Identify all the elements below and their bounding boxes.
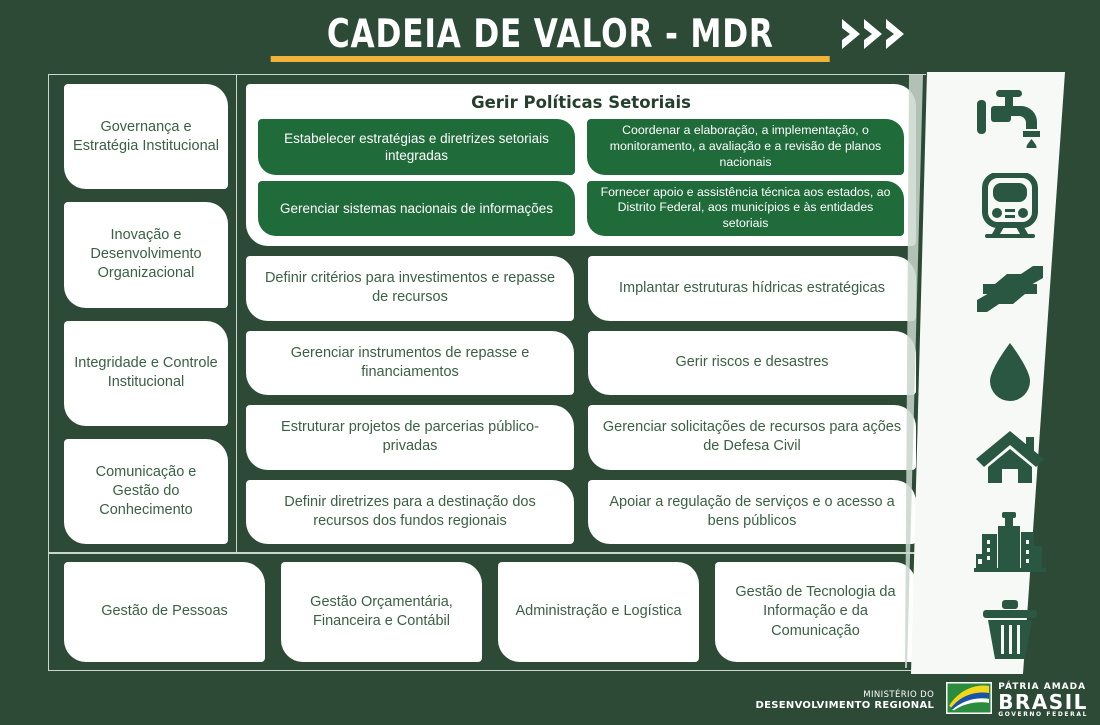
brasil-line-3: GOVERNO FEDERAL xyxy=(998,711,1088,718)
card-label: Estruturar projetos de parcerias público… xyxy=(281,419,539,455)
sidebar-item-label: Inovação e Desenvolvimento Organizaciona… xyxy=(90,227,202,282)
hands-protecting-icon xyxy=(971,264,1049,321)
card-label: Gerir riscos e desastres xyxy=(675,354,829,371)
page-title-wrap: CADEIA DE VALOR - MDR xyxy=(270,11,830,62)
process-card[interactable]: Implantar estruturas hídricas estratégic… xyxy=(588,256,916,321)
ministry-logo: MINISTÉRIO DO DESENVOLVIMENTO REGIONAL xyxy=(756,690,935,712)
card-label: Implantar estruturas hídricas estratégic… xyxy=(619,279,885,296)
sidebar-item-comunicacao[interactable]: Comunicação e Gestão do Conhecimento xyxy=(64,438,228,544)
sidebar-item-label: Comunicação e Gestão do Conhecimento xyxy=(95,463,197,518)
main-column: Gerir Políticas Setoriais Estabelecer es… xyxy=(246,84,916,544)
triple-chevron-right-icon xyxy=(840,16,910,52)
process-card[interactable]: Apoiar a regulação de serviços e o acess… xyxy=(588,479,916,544)
gerir-politicas-card[interactable]: Coordenar a elaboração, a implementação,… xyxy=(587,119,904,175)
brasil-logo: PÁTRIA AMADA BRASIL GOVERNO FEDERAL xyxy=(946,682,1088,719)
card-label: Gerenciar solicitações de recursos para … xyxy=(602,419,902,455)
sidebar-item-integridade[interactable]: Integridade e Controle Institucional xyxy=(64,320,228,426)
process-card[interactable]: Definir critérios para investimentos e r… xyxy=(246,256,574,321)
card-label: Gerenciar instrumentos de repasse e fina… xyxy=(290,344,530,380)
card-label: Coordenar a elaboração, a implementação,… xyxy=(609,123,882,169)
process-card[interactable]: Gerenciar solicitações de recursos para … xyxy=(588,405,916,470)
card-label: Fornecer apoio e assistência técnica aos… xyxy=(600,184,891,231)
card-label: Estabelecer estratégias e diretrizes set… xyxy=(284,130,549,163)
gerir-politicas-panel: Gerir Políticas Setoriais Estabelecer es… xyxy=(246,84,916,246)
sidebar-item-label: Integridade e Controle Institucional xyxy=(74,355,218,391)
brasil-line-2: BRASIL xyxy=(998,690,1088,714)
sidebar-item-label: Governança e Estratégia Institucional xyxy=(73,118,219,154)
sidebar-item-inovacao[interactable]: Inovação e Desenvolvimento Organizaciona… xyxy=(64,202,228,308)
gerir-politicas-card[interactable]: Fornecer apoio e assistência técnica aos… xyxy=(587,180,904,236)
house-icon xyxy=(974,429,1046,490)
card-label: Definir diretrizes para a destinação dos… xyxy=(284,493,536,529)
train-icon xyxy=(979,172,1041,244)
gerir-politicas-card[interactable]: Gerenciar sistemas nacionais de informaç… xyxy=(258,180,575,236)
support-card-administracao[interactable]: Administração e Logística xyxy=(498,562,699,662)
primary-processes-frame xyxy=(48,74,926,553)
card-label: Administração e Logística xyxy=(515,603,682,620)
sidebar: Governança e Estratégia Institucional In… xyxy=(64,84,228,544)
title-underline xyxy=(270,55,830,62)
icon-column xyxy=(955,86,1065,666)
ministry-line-2: DESENVOLVIMENTO REGIONAL xyxy=(755,699,935,711)
gerir-politicas-card[interactable]: Estabelecer estratégias e diretrizes set… xyxy=(258,119,575,175)
trash-bin-icon xyxy=(979,599,1041,666)
card-label: Gestão de Tecnologia da Informação e da … xyxy=(735,584,896,639)
gerir-politicas-grid: Estabelecer estratégias e diretrizes set… xyxy=(258,119,904,236)
process-cards-grid: Definir critérios para investimentos e r… xyxy=(246,256,916,544)
card-label: Apoiar a regulação de serviços e o acess… xyxy=(609,493,895,529)
process-card[interactable]: Estruturar projetos de parcerias público… xyxy=(246,405,574,470)
support-row: Gestão de Pessoas Gestão Orçamentária, F… xyxy=(64,562,916,662)
footer: MINISTÉRIO DO DESENVOLVIMENTO REGIONAL P… xyxy=(0,676,1100,725)
card-label: Gestão Orçamentária, Financeira e Contáb… xyxy=(310,593,453,629)
card-label: Definir critérios para investimentos e r… xyxy=(264,270,556,306)
brasil-line-1: PÁTRIA AMADA xyxy=(998,682,1087,692)
brasil-logo-text: PÁTRIA AMADA BRASIL GOVERNO FEDERAL xyxy=(998,683,1088,718)
support-card-tecnologia[interactable]: Gestão de Tecnologia da Informação e da … xyxy=(715,562,916,662)
gerir-politicas-title: Gerir Políticas Setoriais xyxy=(471,93,691,112)
process-card[interactable]: Definir diretrizes para a destinação dos… xyxy=(246,479,574,544)
frame-vertical-divider xyxy=(236,74,237,553)
page-title: CADEIA DE VALOR - MDR xyxy=(326,11,774,57)
card-label: Gerenciar sistemas nacionais de informaç… xyxy=(279,200,554,216)
support-processes-frame xyxy=(48,553,926,671)
city-buildings-icon xyxy=(974,510,1046,579)
header: CADEIA DE VALOR - MDR xyxy=(0,0,1100,68)
support-card-orcamentaria[interactable]: Gestão Orçamentária, Financeira e Contáb… xyxy=(281,562,482,662)
process-card[interactable]: Gerir riscos e desastres xyxy=(588,330,916,395)
card-label: Gestão de Pessoas xyxy=(101,603,228,620)
water-drop-icon xyxy=(986,341,1034,408)
process-card[interactable]: Gerenciar instrumentos de repasse e fina… xyxy=(246,330,574,395)
ministry-line-1: MINISTÉRIO DO xyxy=(863,689,935,700)
sidebar-item-governanca[interactable]: Governança e Estratégia Institucional xyxy=(64,84,228,190)
faucet-tap-icon xyxy=(974,86,1046,153)
support-card-gestao-pessoas[interactable]: Gestão de Pessoas xyxy=(64,562,265,662)
brazil-flag-icon xyxy=(946,682,993,719)
